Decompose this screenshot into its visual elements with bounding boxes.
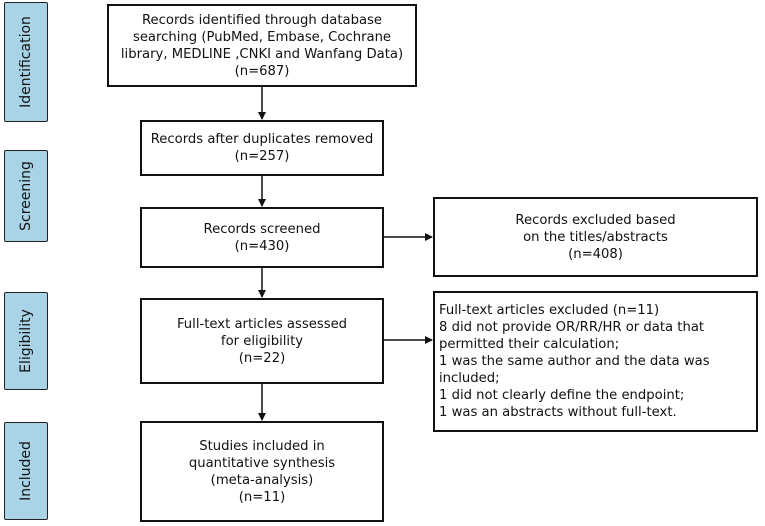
box-line: on the titles/abstracts [523,229,668,245]
box-line: 1 was an abstracts without full-text. [439,405,677,420]
box-line: Records identified through database [141,12,383,28]
box-line: Records screened [203,221,321,237]
box-records-excluded: Records excluded based on the titles/abs… [433,197,758,277]
stage-eligibility: Eligibility [4,292,48,390]
box-line: Studies included in [199,438,325,454]
box-line: permitted their calculation; [439,337,620,352]
box-records-screened: Records screened (n=430) [140,207,384,268]
box-line: included; [439,371,500,386]
box-line: for eligibility [220,333,304,349]
box-studies-included: Studies included in quantitative synthes… [140,421,384,522]
box-line: 8 did not provide OR/RR/HR or data that [439,320,705,335]
box-line: (n=11) [238,489,286,505]
box-line: 1 did not clearly define the endpoint; [439,388,685,403]
box-fulltext-assessed: Full-text articles assessed for eligibil… [140,298,384,384]
stage-screening: Screening [4,150,48,242]
box-line: Records excluded based [515,212,676,228]
stage-included: Included [4,422,48,520]
box-line: Records after duplicates removed [150,132,374,147]
box-line: (n=257) [234,149,290,164]
box-line: 1 was the same author and the data was [439,354,710,369]
box-line: (n=22) [238,350,286,366]
box-line: (n=430) [234,238,290,254]
box-line: (n=687) [234,63,290,79]
box-line: (meta-analysis) [210,472,314,488]
box-line: Full-text articles assessed [176,316,348,332]
box-line: library, MEDLINE ,CNKI and Wanfang Data) [120,46,404,62]
box-line: Full-text articles excluded (n=11) [439,303,660,318]
box-duplicates-removed: Records after duplicates removed (n=257) [140,120,384,176]
stage-identification: Identification [4,2,48,122]
box-line: quantitative synthesis [188,455,336,471]
box-line: searching (PubMed, Embase, Cochrane [132,29,392,45]
box-records-identified: Records identified through database sear… [107,4,417,87]
box-fulltext-excluded: Full-text articles excluded (n=11) 8 did… [433,291,758,432]
box-line: (n=408) [568,246,623,262]
